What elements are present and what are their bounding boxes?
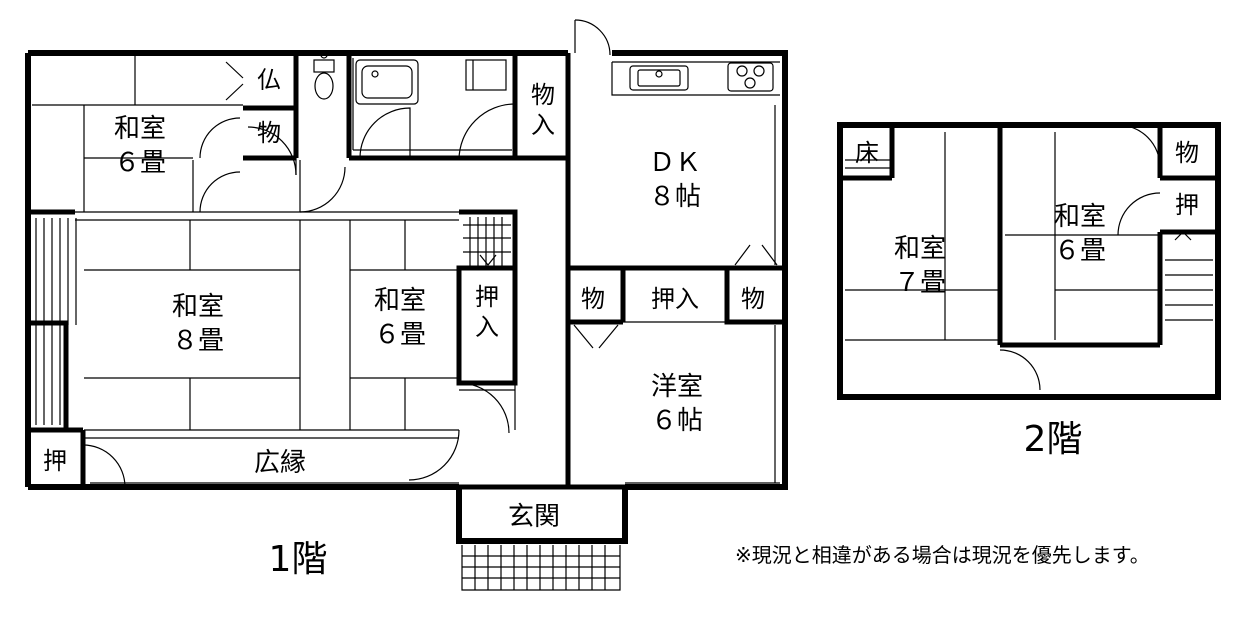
floor1-stairs bbox=[463, 217, 511, 268]
closet-mono-left: 物 bbox=[581, 285, 605, 313]
floor1-thin-lines bbox=[32, 56, 780, 484]
room-name: 和室 bbox=[893, 234, 946, 264]
room-size: ６畳 bbox=[113, 148, 166, 178]
room-washitsu8: 和室 ８畳 bbox=[158, 290, 238, 358]
floor2-title: 2階 bbox=[1023, 419, 1083, 460]
room-name: 玄関 bbox=[507, 502, 560, 532]
closet-oshiire-mid: 押入 bbox=[475, 283, 499, 341]
closet-mono-right: 物 bbox=[741, 285, 765, 313]
closet-mono-iri: 物入 bbox=[531, 81, 555, 139]
verandah-boards bbox=[35, 218, 77, 425]
room-dk: ＤＫ ８帖 bbox=[630, 146, 720, 214]
closet-butsu: 仏 bbox=[257, 66, 281, 94]
room-name: 洋室 bbox=[650, 372, 703, 402]
closet-oshiire-right: 押入 bbox=[651, 285, 699, 313]
closet-mono-f2: 物 bbox=[1175, 139, 1199, 167]
room-hiroen: 広縁 bbox=[240, 446, 320, 480]
closet-oshi-f2: 押 bbox=[1175, 191, 1199, 219]
closet-toko: 床 bbox=[855, 139, 879, 167]
disclaimer-note: ※現況と相違がある場合は現況を優先します。 bbox=[735, 543, 1150, 567]
room-size: ６畳 bbox=[1053, 236, 1106, 266]
room-name: ＤＫ bbox=[648, 148, 701, 178]
floor1-title: 1階 bbox=[268, 539, 328, 580]
room-washitsu6-f2: 和室 ６畳 bbox=[1040, 200, 1120, 268]
room-yoshitsu: 洋室 ６帖 bbox=[637, 370, 717, 438]
room-size: ８帖 bbox=[648, 182, 701, 212]
room-size: ８畳 bbox=[171, 326, 224, 356]
floor2-interior-walls bbox=[840, 125, 1218, 348]
room-name: 和室 bbox=[113, 114, 166, 144]
closet-oshi-sw: 押 bbox=[43, 447, 67, 475]
room-name: 和室 bbox=[373, 286, 426, 316]
room-washitsu6-nw: 和室 ６畳 bbox=[100, 112, 180, 180]
floor2-thin-lines bbox=[845, 124, 1213, 391]
room-genkan: 玄関 bbox=[494, 500, 574, 534]
room-size: ６帖 bbox=[650, 406, 703, 436]
room-name: 和室 bbox=[171, 292, 224, 322]
room-name: 広縁 bbox=[253, 448, 306, 478]
closet-mono-top: 物 bbox=[257, 119, 281, 147]
floor1-doors bbox=[82, 19, 778, 488]
room-size: ６畳 bbox=[373, 320, 426, 350]
room-name: 和室 bbox=[1053, 202, 1106, 232]
entrance-tiles bbox=[461, 545, 621, 591]
floor2-exterior-walls bbox=[837, 122, 1221, 400]
room-washitsu6-mid: 和室 ６畳 bbox=[360, 284, 440, 352]
room-size: ７畳 bbox=[893, 268, 946, 298]
room-washitsu7: 和室 ７畳 bbox=[880, 232, 960, 300]
